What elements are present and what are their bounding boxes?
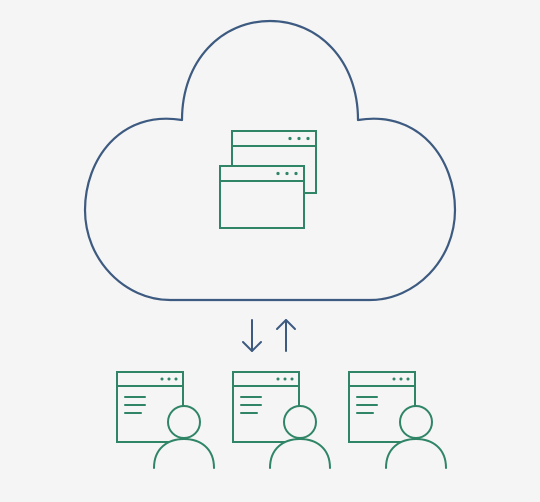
cloud-icon	[83, 19, 457, 302]
client-1	[116, 371, 215, 469]
user-icon	[153, 405, 215, 469]
user-icon	[385, 405, 447, 469]
arrow-down-icon	[242, 319, 262, 352]
client-2	[232, 371, 331, 469]
client-3	[348, 371, 447, 469]
user-icon	[269, 405, 331, 469]
cloud-windows-group	[219, 130, 317, 229]
browser-window-icon	[219, 165, 305, 229]
sync-arrows	[242, 319, 296, 352]
arrow-up-icon	[276, 319, 296, 352]
